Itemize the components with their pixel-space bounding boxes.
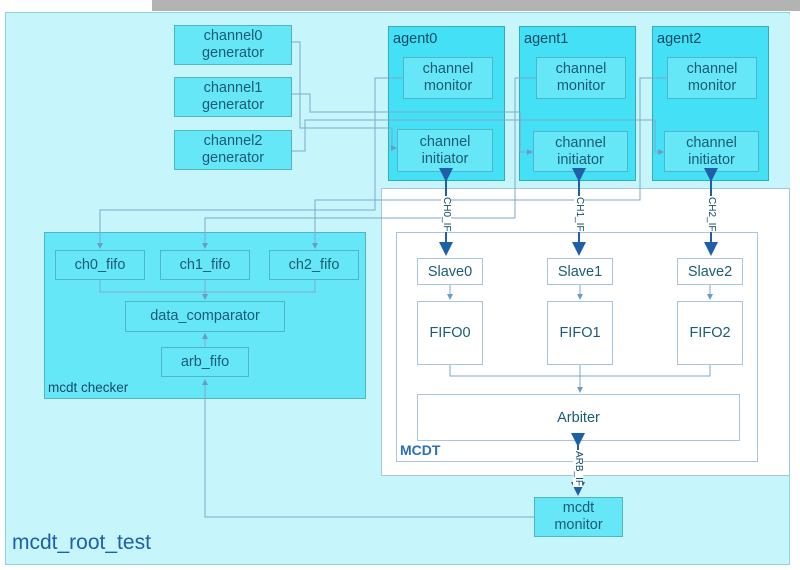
root-title: mcdt_root_test (12, 531, 151, 554)
fifo2: FIFO2 (677, 301, 743, 365)
mcdt-checker-label: mcdt checker (48, 380, 129, 395)
ch2-fifo: ch2_fifo (269, 250, 359, 280)
agent2-channel-initiator: channel initiator (664, 131, 759, 172)
ch2-if-label: CH2_IF (706, 196, 717, 233)
ch0-fifo: ch0_fifo (55, 250, 145, 280)
agent1-title: agent1 (524, 31, 569, 47)
arb-fifo: arb_fifo (161, 347, 249, 377)
arb-if-label: ARB_IF (573, 450, 584, 488)
channel1-generator: channel1 generator (174, 77, 292, 117)
slave2: Slave2 (677, 258, 743, 285)
mcdt-label: MCDT (400, 442, 441, 458)
data-comparator: data_comparator (125, 301, 285, 332)
agent1-channel-initiator: channel initiator (533, 131, 628, 172)
agent2-title: agent2 (657, 31, 702, 47)
slave1: Slave1 (547, 258, 613, 285)
agent0-channel-monitor: channel monitor (403, 57, 493, 99)
ch0-if-label: CH0_IF (441, 196, 452, 233)
slave0: Slave0 (417, 258, 483, 285)
agent0-title: agent0 (393, 31, 438, 47)
mcdt-monitor: mcdt monitor (534, 497, 623, 537)
ch1-if-label: CH1_IF (574, 196, 585, 233)
agent2-channel-monitor: channel monitor (667, 57, 757, 99)
fifo1: FIFO1 (547, 301, 613, 365)
channel2-generator: channel2 generator (174, 130, 292, 170)
ch1-fifo: ch1_fifo (160, 250, 250, 280)
fifo0: FIFO0 (417, 301, 483, 365)
agent1-channel-monitor: channel monitor (536, 57, 626, 99)
channel0-generator: channel0 generator (174, 25, 292, 65)
top-scroll-bar (152, 0, 800, 11)
agent0-channel-initiator: channel initiator (397, 129, 493, 172)
